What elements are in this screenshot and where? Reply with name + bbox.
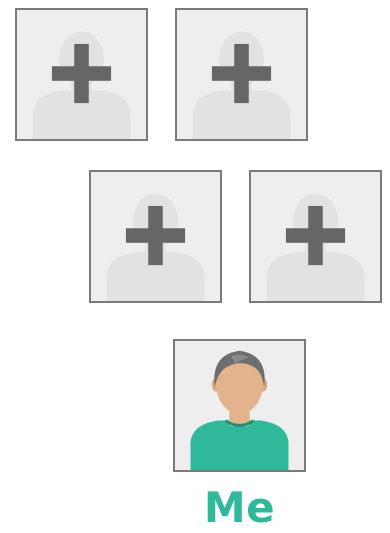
person-silhouette-icon [177, 10, 306, 139]
add-relative-slot-3[interactable] [89, 170, 222, 303]
person-silhouette-icon [91, 172, 220, 301]
self-label: Me [173, 483, 306, 533]
avatar-shirt [191, 421, 289, 470]
person-avatar-icon [175, 341, 304, 470]
self-avatar-tile [173, 339, 306, 472]
person-silhouette-icon [17, 10, 146, 139]
add-relative-slot-4[interactable] [249, 170, 382, 303]
person-silhouette-icon [251, 172, 380, 301]
add-relative-slot-2[interactable] [175, 8, 308, 141]
add-relative-slot-1[interactable] [15, 8, 148, 141]
